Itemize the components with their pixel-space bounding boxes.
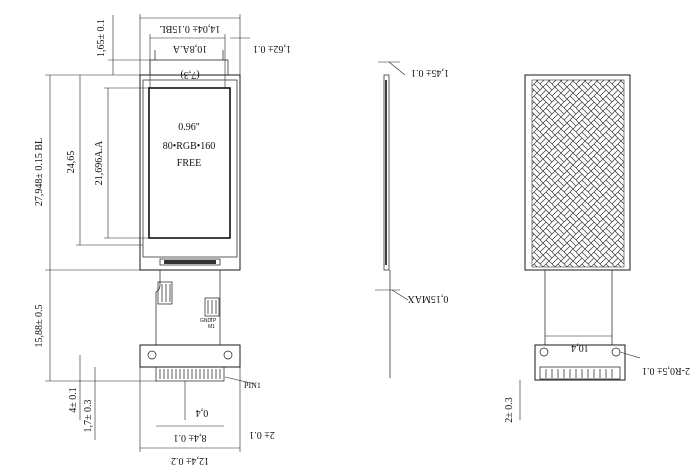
- fpc-outline: [155, 270, 221, 345]
- front-view: 0.96" 80•RGB•160 FREE 14,04± 0.15BL 10,8…: [34, 14, 291, 466]
- dim-pin-span-label: 8,4± 0.1: [174, 432, 207, 443]
- display-mode: FREE: [177, 158, 201, 169]
- fpc-tail: [139, 344, 241, 368]
- dim-fpc-width-label: 12,4± 0.2: [171, 455, 209, 466]
- top-tab-marks: [154, 50, 224, 60]
- pin1-label: PIN1: [244, 381, 261, 390]
- dim-back-fpc-width-label: 10,4: [571, 342, 589, 353]
- dim-glass-height-label: 24,65: [66, 151, 77, 174]
- fpc-component-right-lines: [207, 300, 217, 314]
- back-view: 10,4 2-R0,5± 0.1 2± 0.3: [504, 74, 690, 423]
- dim-top-width-label: 14,04± 0.15BL: [160, 23, 221, 34]
- side-panel: [383, 74, 390, 271]
- back-pin-header: [539, 366, 621, 380]
- dim-fpc-thickness-label: 0,15MAX: [407, 293, 449, 304]
- dim-thickness-leader: [388, 61, 406, 76]
- back-fpc: [544, 270, 613, 345]
- display-size: 0.96": [178, 122, 200, 133]
- back-hole-left: [539, 347, 549, 357]
- dim-tail-height-label: 4± 0.1: [68, 387, 79, 413]
- bottom-connector-fill: [164, 260, 216, 264]
- display-resolution: 80•RGB•160: [163, 141, 216, 152]
- pin-header: [155, 366, 225, 382]
- tail-hole-right: [223, 350, 233, 360]
- dim-hole-radius-leader: [619, 351, 641, 359]
- fpc-label-gnd: GND: [200, 318, 212, 324]
- dim-fpc-length-label: 15,88± 0.5: [34, 305, 45, 348]
- dim-side-offset-label: 2± 0.1: [249, 429, 275, 440]
- dim-active-height-label: 21,696A.A: [94, 140, 105, 185]
- back-pin-contacts: [545, 369, 613, 378]
- dim-pin-pitch-label: 0,4: [196, 407, 209, 418]
- active-area: [148, 87, 231, 239]
- dim-total-height-label: 27,948± 0.15 BL: [34, 138, 45, 206]
- dim-thickness-label: 1,45± 0.1: [411, 67, 449, 78]
- fpc-component-left: [157, 281, 173, 305]
- dim-right-offset-label: 1,62± 0.1: [253, 43, 291, 54]
- dim-hole-radius-label: 2-R0,5± 0.1: [642, 365, 690, 376]
- back-outline: [524, 74, 631, 271]
- fpc-label-tp: TP: [210, 318, 217, 324]
- glass-outline: [142, 79, 238, 258]
- bottom-connector-bar: [159, 258, 221, 266]
- back-tail: [534, 344, 626, 381]
- pin-contacts: [159, 369, 221, 379]
- dim-back-tail-label: 2± 0.3: [504, 397, 515, 423]
- dim-active-width-label: 10,8A.A: [172, 43, 207, 54]
- dim-active-center-label: (7,3): [180, 69, 199, 80]
- fpc-component-right: [204, 297, 220, 317]
- dim-top-offset-label: 1,65± 0.1: [96, 19, 107, 57]
- tail-hole-left: [147, 350, 157, 360]
- dim-fpc-thickness-leader: [391, 289, 409, 301]
- back-hole-right: [611, 347, 621, 357]
- module-outline: [139, 74, 241, 271]
- fpc-component-left-lines: [161, 284, 171, 302]
- back-hatch: [531, 79, 625, 268]
- fpc-label-m1: M1: [208, 324, 215, 330]
- side-view: 1,45± 0.1 0,15MAX: [375, 61, 449, 378]
- dim-stiff-height-label: 1,7± 0.3: [83, 400, 94, 433]
